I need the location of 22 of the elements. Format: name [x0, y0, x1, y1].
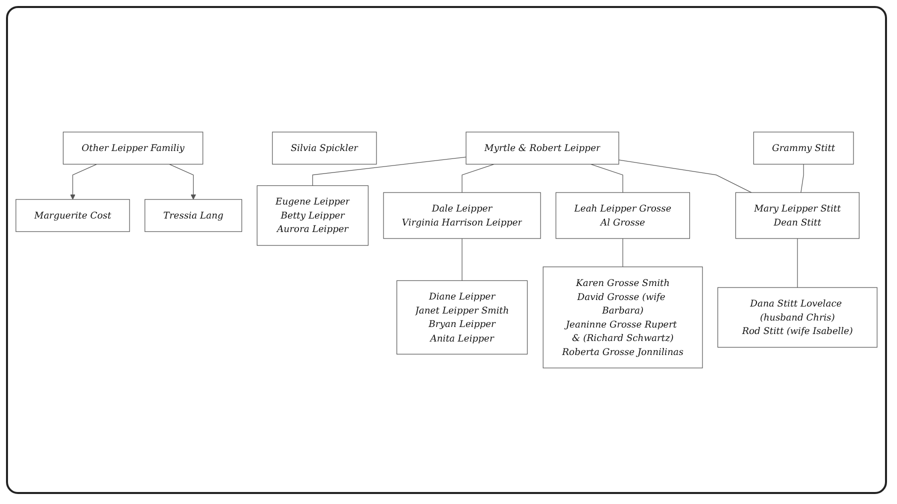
node-box: Myrtle & Robert Leipper — [466, 132, 620, 165]
connector — [462, 164, 494, 193]
connector — [590, 164, 624, 193]
node-box: Diane Leipper Janet Leipper Smith Bryan Leipper Anita Leipper — [396, 280, 528, 354]
node-box: Tressia Lang — [144, 199, 242, 232]
node-box: Marguerite Cost — [16, 199, 130, 232]
connector — [797, 238, 798, 288]
connector — [618, 160, 752, 193]
connector — [622, 238, 624, 268]
connector — [800, 164, 804, 193]
arrow — [168, 164, 196, 200]
node-box: Grammy Stitt — [753, 132, 854, 165]
node-box: Leah Leipper Grosse Al Grosse — [556, 192, 690, 239]
node-box: Dana Stitt Lovelace (husband Chris) Rod Stitt (wife Isabelle) — [717, 287, 878, 348]
node-box: Dale Leipper Virginia Harrison Leipper — [383, 192, 541, 239]
node-box: Mary Leipper Stitt Dean Stitt — [735, 192, 860, 239]
node-box: Silvia Spickler — [272, 132, 377, 165]
node-box: Eugene Leipper Betty Leipper Aurora Leipper — [256, 185, 368, 246]
connector — [312, 156, 466, 186]
node-box: Other Leipper Familiy — [62, 132, 204, 165]
arrow — [70, 164, 98, 200]
node-box: Karen Grosse Smith David Grosse (wife Barbara) Jeaninne Grosse Rupert & (Richard Schwartz) Roberta Grosse Jonnilinas — [542, 266, 703, 368]
